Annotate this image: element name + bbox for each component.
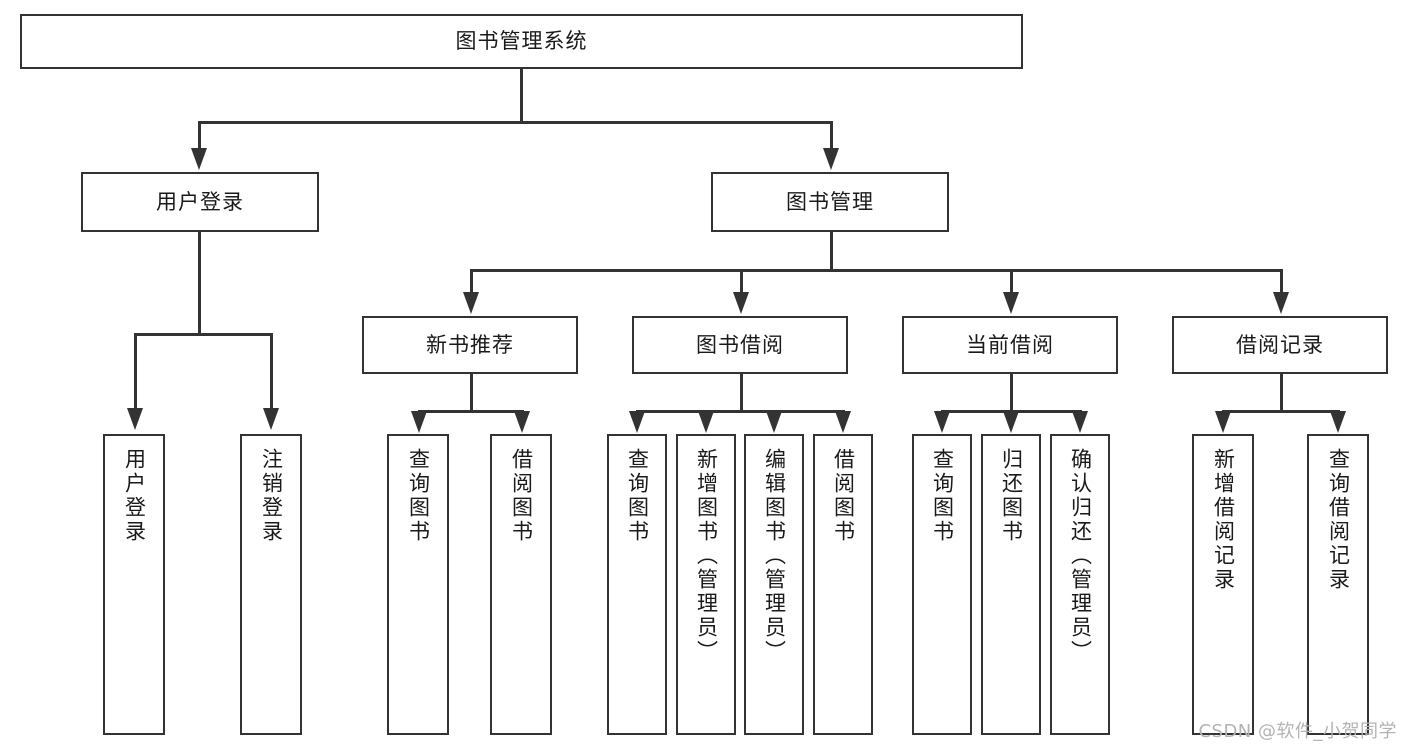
arrow-book-manage	[823, 148, 839, 170]
node-root-label: 图书管理系统	[455, 29, 588, 54]
node-book-manage[interactable]: 图书管理	[711, 172, 949, 232]
node-leaf-borrow-book-1[interactable]: 借阅图书	[490, 434, 552, 735]
node-user-login[interactable]: 用户登录	[81, 172, 319, 232]
node-current-borrow[interactable]: 当前借阅	[902, 316, 1118, 374]
connector-current-borrow-stem	[1010, 374, 1013, 412]
node-leaf-logout[interactable]: 注销登录	[240, 434, 302, 735]
connector-leg-book-borrow	[740, 269, 743, 294]
arrow-add-book	[698, 411, 714, 433]
connector-root-stem	[520, 69, 523, 122]
arrow-book-borrow	[733, 292, 749, 314]
node-leaf-confirm-return-label: 确认归还（管理员）	[1068, 448, 1093, 664]
connector-leg-user-login	[198, 121, 201, 151]
node-leaf-borrow-book-2-label: 借阅图书	[831, 448, 856, 544]
node-leaf-borrow-book-1-label: 借阅图书	[509, 448, 534, 544]
connector-leg-leaf-user-login	[134, 333, 137, 411]
connector-user-login-bus	[134, 333, 272, 336]
node-leaf-query-book-1[interactable]: 查询图书	[387, 434, 449, 735]
arrow-confirm-return	[1072, 411, 1088, 433]
arrow-user-login	[191, 148, 207, 170]
node-leaf-add-book-label: 新增图书（管理员）	[694, 448, 719, 664]
node-leaf-query-book-3[interactable]: 查询图书	[912, 434, 972, 735]
node-leaf-user-login[interactable]: 用户登录	[103, 434, 165, 735]
node-book-borrow-label: 图书借阅	[696, 332, 784, 357]
node-leaf-return-book[interactable]: 归还图书	[981, 434, 1041, 735]
node-borrow-record-label: 借阅记录	[1236, 332, 1324, 357]
node-root[interactable]: 图书管理系统	[20, 14, 1023, 69]
connector-book-borrow-bus	[636, 410, 844, 413]
node-leaf-borrow-book-2[interactable]: 借阅图书	[813, 434, 873, 735]
connector-level1-bus	[198, 121, 832, 124]
node-leaf-query-record-label: 查询借阅记录	[1326, 448, 1351, 592]
arrow-query-book-2	[629, 411, 645, 433]
arrow-borrow-book-1	[514, 411, 530, 433]
arrow-borrow-book-2	[835, 411, 851, 433]
arrow-borrow-record	[1273, 292, 1289, 314]
node-leaf-query-book-1-label: 查询图书	[406, 448, 431, 544]
connector-level2-bus	[470, 269, 1282, 272]
node-book-manage-label: 图书管理	[786, 189, 874, 214]
node-leaf-edit-book-label: 编辑图书（管理员）	[762, 448, 787, 664]
arrow-leaf-logout	[263, 408, 279, 430]
connector-book-manage-stem	[830, 232, 833, 271]
node-leaf-user-login-label: 用户登录	[122, 448, 147, 544]
connector-leg-book-manage	[830, 121, 833, 151]
connector-leg-current-borrow	[1010, 269, 1013, 294]
arrow-add-record	[1215, 411, 1231, 433]
node-user-login-label: 用户登录	[156, 189, 244, 214]
connector-borrow-record-stem	[1280, 374, 1283, 412]
node-new-book-rec-label: 新书推荐	[426, 332, 514, 357]
node-leaf-add-record[interactable]: 新增借阅记录	[1192, 434, 1254, 735]
node-new-book-rec[interactable]: 新书推荐	[362, 316, 578, 374]
watermark: CSDN @软件_小贺同学	[1198, 721, 1397, 742]
node-current-borrow-label: 当前借阅	[966, 332, 1054, 357]
connector-new-book-rec-stem	[470, 374, 473, 412]
arrow-query-book-1	[411, 411, 427, 433]
node-leaf-query-book-3-label: 查询图书	[930, 448, 955, 544]
node-leaf-add-book[interactable]: 新增图书（管理员）	[676, 434, 736, 735]
node-leaf-logout-label: 注销登录	[259, 448, 284, 544]
node-leaf-query-book-2[interactable]: 查询图书	[607, 434, 667, 735]
node-leaf-return-book-label: 归还图书	[999, 448, 1024, 544]
node-leaf-query-book-2-label: 查询图书	[625, 448, 650, 544]
arrow-leaf-user-login	[127, 408, 143, 430]
connector-book-borrow-stem	[740, 374, 743, 412]
node-leaf-confirm-return[interactable]: 确认归还（管理员）	[1050, 434, 1110, 735]
node-leaf-add-record-label: 新增借阅记录	[1211, 448, 1236, 592]
arrow-current-borrow	[1003, 292, 1019, 314]
arrow-return-book	[1003, 411, 1019, 433]
connector-leg-leaf-logout	[270, 333, 273, 411]
connector-leg-borrow-record	[1280, 269, 1283, 294]
node-leaf-edit-book[interactable]: 编辑图书（管理员）	[744, 434, 804, 735]
arrow-query-record	[1330, 411, 1346, 433]
connector-user-login-stem	[198, 232, 201, 335]
node-borrow-record[interactable]: 借阅记录	[1172, 316, 1388, 374]
arrow-edit-book	[766, 411, 782, 433]
node-book-borrow[interactable]: 图书借阅	[632, 316, 848, 374]
node-leaf-query-record[interactable]: 查询借阅记录	[1307, 434, 1369, 735]
connector-new-book-rec-bus	[418, 410, 524, 413]
connector-borrow-record-bus	[1222, 410, 1340, 413]
arrow-new-book-rec	[463, 292, 479, 314]
connector-leg-new-book-rec	[470, 269, 473, 294]
arrow-query-book-3	[934, 411, 950, 433]
